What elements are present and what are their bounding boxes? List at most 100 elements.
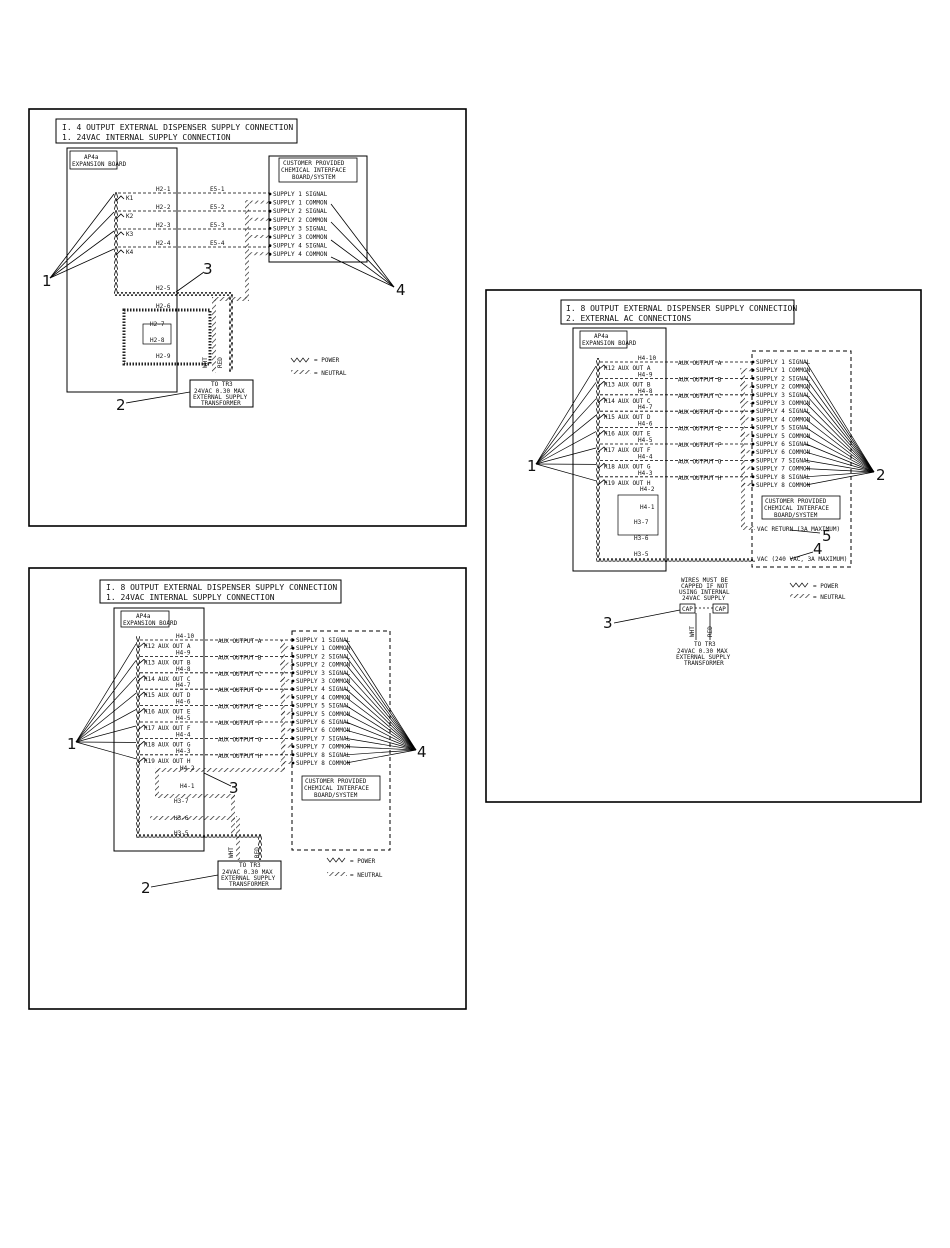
diagram1-legend-power-symbol <box>290 357 310 363</box>
diagram3-leader-left <box>535 414 597 465</box>
diagram2-h-label: H4-8 <box>176 666 191 673</box>
diagram1-relay-symbol <box>115 231 125 238</box>
diagram2-leader-left <box>75 676 137 743</box>
diagram2-terminal-dot <box>291 646 295 650</box>
diagram2-aux-output: AUX OUTPUT B <box>218 654 262 661</box>
diagram2-relay-symbol <box>137 708 148 714</box>
diagram3-caps-note2: CAPPED IF NOT <box>681 583 728 590</box>
diagram2-aux-output: AUX OUTPUT H <box>218 753 262 760</box>
diagram2-leader-left <box>75 692 137 743</box>
diagram3-terminal-dot <box>751 377 755 380</box>
diagram3-k-label: K16 <box>604 431 615 438</box>
diagram2-leader-right <box>345 749 417 764</box>
diagram1-terminal-dot <box>268 227 272 230</box>
diagram3-terminal-dot <box>751 442 755 446</box>
diagram3-k-label: K19 <box>604 480 615 487</box>
diagram2-relay-symbol <box>137 740 148 747</box>
diagram1-channel-e: E5-1 <box>210 186 225 193</box>
diagram1-customer-line3: BOARD/SYSTEM <box>292 174 336 181</box>
diagram3-terminal-dot <box>751 418 755 421</box>
diagram2-trans1: TO TR3 <box>239 862 261 869</box>
diagram2-leader-right <box>345 688 417 751</box>
diagram2-trans2: 24VAC 0.30 MAX <box>222 869 273 876</box>
diagram2-h-label: H4-4 <box>176 731 191 738</box>
diagram1-h2-9: H2-9 <box>156 353 171 360</box>
diagram1-red: RED <box>217 357 224 368</box>
diagram3-terminal-dot <box>751 409 755 413</box>
diagram3-leader-right <box>805 402 875 473</box>
diagram3-h-label: H4-8 <box>638 388 653 395</box>
diagram2-legend-power: = POWER <box>350 858 376 865</box>
diagram3-relay-symbol <box>597 397 608 404</box>
diagram1-power-bus-vertical <box>114 192 118 294</box>
diagram3-relay-symbol <box>597 380 608 387</box>
diagram2-aux-output: AUX OUTPUT F <box>218 720 262 727</box>
diagram3-terminal-dot <box>751 434 755 438</box>
diagram1-h2-6: H2-6 <box>156 303 171 310</box>
diagram2-trans4: TRANSFORMER <box>229 881 269 888</box>
diagram3-h-label: H4-10 <box>638 355 656 362</box>
diagram3-leader-right <box>805 427 875 473</box>
diagram2-customer-line3: BOARD/SYSTEM <box>314 792 358 799</box>
diagram1-legend-power: = POWER <box>314 357 340 364</box>
diagram2-aux-output: AUX OUTPUT E <box>218 704 262 711</box>
diagram2-legend-neutral: = NEUTRAL <box>350 872 383 879</box>
diagram2-terminal-dot <box>291 737 295 740</box>
diagram3-leader-right <box>805 471 875 486</box>
diagram2-frame <box>28 567 467 1010</box>
diagram1-relay-symbol <box>115 249 125 256</box>
diagram2-leader-right <box>345 721 417 751</box>
diagram2-leader-right <box>345 705 417 751</box>
diagram3-terminal-dot <box>751 393 755 397</box>
diagram2-h3-5: H3-5 <box>174 830 189 837</box>
diagram2-h3-7: H3-7 <box>174 798 189 805</box>
diagram1-terminal-dot <box>268 192 272 196</box>
diagram3-aux-small: AUX OUT D <box>618 414 651 421</box>
diagram2-k-label: K12 <box>144 643 155 650</box>
diagram3-aux-output: AUX OUTPUT G <box>678 458 722 465</box>
diagram2-supply-label: SUPPLY 2 SIGNAL <box>296 653 351 660</box>
diagram3-leader-right <box>805 419 875 473</box>
diagram2-terminal-dot <box>291 638 295 642</box>
diagram3-h4-2: H4-2 <box>640 486 655 493</box>
diagram1-supply-label: SUPPLY 4 SIGNAL <box>273 243 328 250</box>
diagram1-supply-label: SUPPLY 2 SIGNAL <box>273 208 328 215</box>
diagram2-supply-label: SUPPLY 5 COMMON <box>296 711 351 718</box>
diagram2-terminal-dot <box>291 728 295 732</box>
diagram2-leader-left <box>75 741 137 760</box>
diagram2-wht: WHT <box>228 847 235 858</box>
diagram3-aux-small: AUX OUT G <box>618 463 651 470</box>
diagram1-h2-8: H2-8 <box>150 337 165 344</box>
diagram3-neutral-bus <box>741 370 745 528</box>
diagram1-supply-label: SUPPLY 3 SIGNAL <box>273 225 328 232</box>
diagram1-transformer-box <box>189 379 254 408</box>
diagram3-callout-4: 4 <box>813 540 823 558</box>
diagram3-supply-label: SUPPLY 8 COMMON <box>756 482 811 489</box>
diagram2-relay-symbol <box>137 658 148 665</box>
diagram3-customer-box <box>751 350 852 568</box>
diagram3-aux-output: AUX OUTPUT C <box>678 393 722 400</box>
diagram3-title-box <box>560 299 795 325</box>
diagram2-terminal-dot <box>291 679 295 683</box>
diagram2-customer-line2: CHEMICAL INTERFACE <box>304 785 369 792</box>
diagram3-h4-1: H4-1 <box>640 504 655 511</box>
diagram3-terminal-dot <box>751 450 755 454</box>
diagram2-k-label: K16 <box>144 709 155 716</box>
diagram2-board-label2: EXPANSION BOARD <box>123 620 178 627</box>
diagram1-channel-h: H2-3 <box>156 222 171 229</box>
diagram1-terminal-dot <box>268 209 272 213</box>
diagram3-aux-output: AUX OUTPUT F <box>678 442 722 449</box>
diagram2-power-bus-vertical <box>136 636 140 838</box>
diagram3-supply-label: SUPPLY 4 COMMON <box>756 416 811 423</box>
diagram2-supply-label: SUPPLY 8 COMMON <box>296 760 351 767</box>
diagram2-customer-box <box>291 630 391 851</box>
diagram3-supply-label: SUPPLY 8 SIGNAL <box>756 474 811 481</box>
diagram2-k-label: K15 <box>144 692 155 699</box>
diagram3-caps-note4: 24VAC SUPPLY <box>682 595 726 602</box>
diagram3-terminal-dot <box>751 401 755 405</box>
diagram2-supply-label: SUPPLY 6 COMMON <box>296 727 351 734</box>
diagram3-supply-label: SUPPLY 1 COMMON <box>756 367 811 374</box>
diagram2-leader-left <box>75 709 137 743</box>
diagram2-relay-symbol <box>137 724 148 731</box>
